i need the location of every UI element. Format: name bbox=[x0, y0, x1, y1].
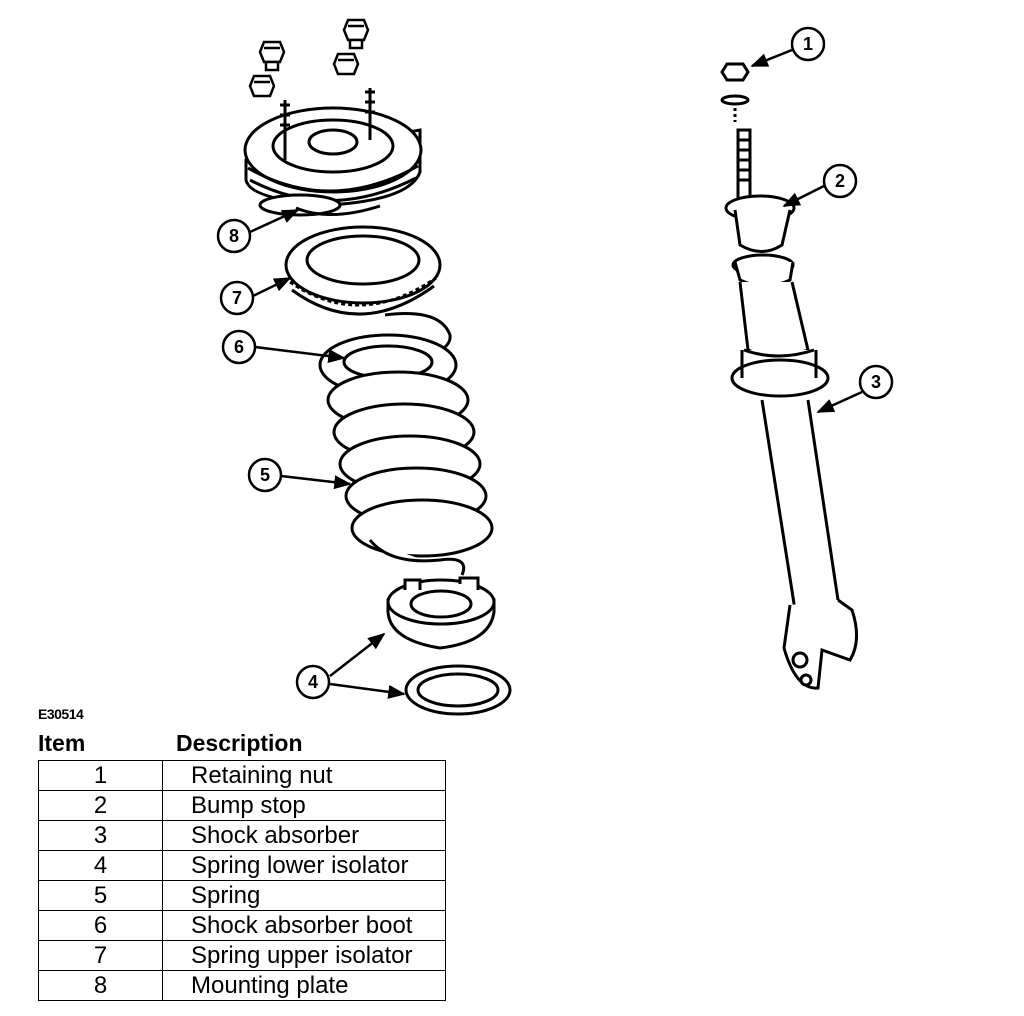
callouts bbox=[216, 26, 894, 700]
spring bbox=[318, 312, 494, 576]
mounting-plate bbox=[243, 88, 423, 217]
item-number: 2 bbox=[38, 790, 163, 821]
mounting-nuts bbox=[248, 18, 370, 98]
callout-5: 5 bbox=[260, 465, 270, 485]
callout-4: 4 bbox=[308, 672, 318, 692]
figure-id: E30514 bbox=[38, 706, 84, 722]
spring-lower-isolator bbox=[386, 576, 512, 716]
item-header: Item bbox=[38, 730, 86, 756]
item-description: Bump stop bbox=[162, 790, 446, 821]
item-number: 3 bbox=[38, 820, 163, 851]
spring-upper-isolator bbox=[284, 225, 442, 316]
item-number: 1 bbox=[38, 760, 163, 791]
callout-1: 1 bbox=[803, 34, 813, 54]
item-description: Retaining nut bbox=[162, 760, 446, 791]
item-number: 6 bbox=[38, 910, 163, 941]
item-description: Spring upper isolator bbox=[162, 940, 446, 971]
item-description: Shock absorber bbox=[162, 820, 446, 851]
item-description: Spring lower isolator bbox=[162, 850, 446, 881]
callout-7: 7 bbox=[232, 288, 242, 308]
description-header: Description bbox=[176, 730, 303, 756]
shock-absorber bbox=[720, 62, 858, 690]
item-description: Shock absorber boot bbox=[162, 910, 446, 941]
callout-6: 6 bbox=[234, 337, 244, 357]
callout-3: 3 bbox=[871, 372, 881, 392]
legend-header: Item Description bbox=[38, 730, 446, 760]
item-number: 5 bbox=[38, 880, 163, 911]
item-number: 8 bbox=[38, 970, 163, 1001]
item-number: 4 bbox=[38, 850, 163, 881]
callout-2: 2 bbox=[835, 171, 845, 191]
item-number: 7 bbox=[38, 940, 163, 971]
item-description: Mounting plate bbox=[162, 970, 446, 1001]
item-description: Spring bbox=[162, 880, 446, 911]
callout-8: 8 bbox=[229, 226, 239, 246]
